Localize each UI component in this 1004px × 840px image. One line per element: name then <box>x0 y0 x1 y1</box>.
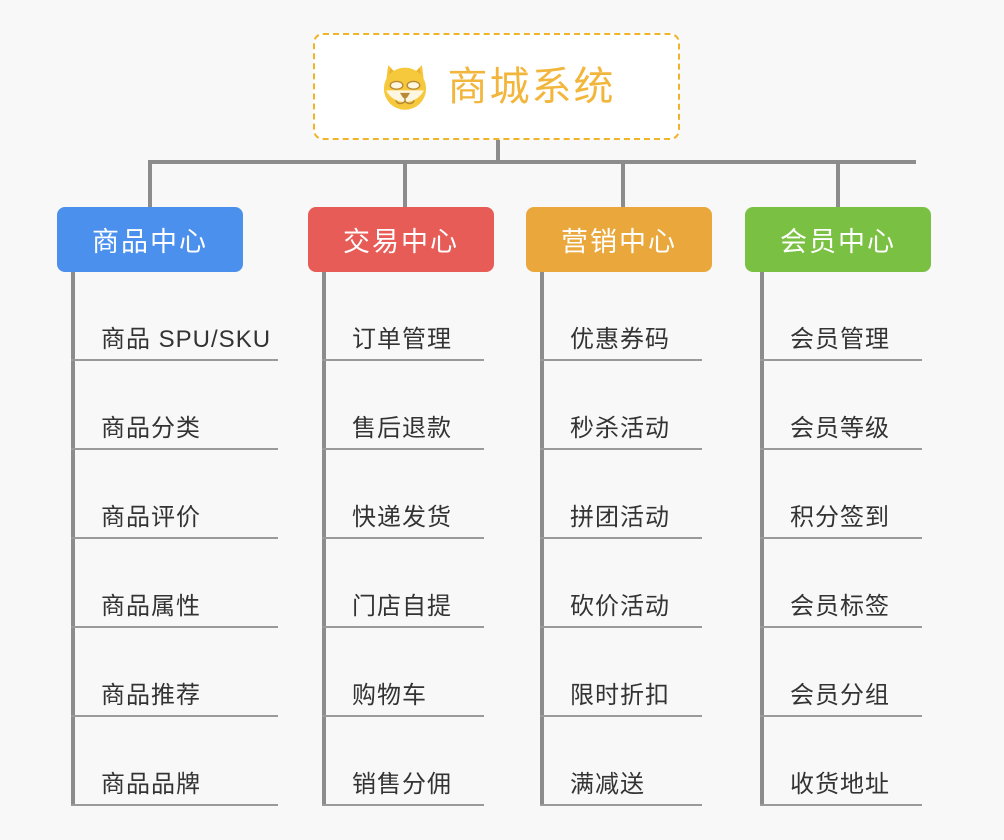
connector-horizontal-bus <box>148 160 916 164</box>
leaf-item[interactable]: 拼团活动 <box>540 450 702 539</box>
leaf-label: 积分签到 <box>790 504 890 532</box>
leaf-label: 商品推荐 <box>101 682 201 710</box>
column-header-2-label: 交易中心 <box>343 227 459 257</box>
leaf-label: 会员分组 <box>790 682 890 710</box>
leaf-label: 秒杀活动 <box>570 415 670 443</box>
leaf-item[interactable]: 优惠券码 <box>540 272 702 361</box>
leaf-label: 收货地址 <box>790 771 890 799</box>
leaf-label: 商品属性 <box>101 593 201 621</box>
leaf-label: 门店自提 <box>352 593 452 621</box>
leaf-label: 销售分佣 <box>352 771 452 799</box>
column-body-1: 商品 SPU/SKU 商品分类 商品评价 商品属性 商品推荐 商品品牌 <box>71 272 278 806</box>
leaf-item[interactable]: 售后退款 <box>322 361 484 450</box>
column-header-2[interactable]: 交易中心 <box>308 207 494 272</box>
column-body-2: 订单管理 售后退款 快递发货 门店自提 购物车 销售分佣 <box>322 272 484 806</box>
leaf-item[interactable]: 快递发货 <box>322 450 484 539</box>
root-node-label: 商城系统 <box>447 64 616 109</box>
connector-drop-2 <box>403 160 407 207</box>
leaf-item[interactable]: 销售分佣 <box>322 717 484 806</box>
column-header-4-label: 会员中心 <box>780 227 896 257</box>
column-body-3: 优惠券码 秒杀活动 拼团活动 砍价活动 限时折扣 满减送 <box>540 272 702 806</box>
leaf-label: 满减送 <box>570 771 645 799</box>
column-body-4: 会员管理 会员等级 积分签到 会员标签 会员分组 收货地址 <box>760 272 922 806</box>
root-node-mall-system[interactable]: 商城系统 <box>313 33 680 140</box>
leaf-label: 商品评价 <box>101 504 201 532</box>
leaf-label: 商品品牌 <box>101 771 201 799</box>
leaf-label: 优惠券码 <box>570 326 670 354</box>
leaf-label: 售后退款 <box>352 415 452 443</box>
leaf-item[interactable]: 订单管理 <box>322 272 484 361</box>
leaf-item[interactable]: 积分签到 <box>760 450 922 539</box>
column-spine-4 <box>760 272 764 806</box>
leaf-item[interactable]: 限时折扣 <box>540 628 702 717</box>
leaf-label: 拼团活动 <box>570 504 670 532</box>
connector-drop-4 <box>836 160 840 207</box>
leaf-item[interactable]: 砍价活动 <box>540 539 702 628</box>
leaf-label: 购物车 <box>352 682 427 710</box>
column-header-3[interactable]: 营销中心 <box>526 207 712 272</box>
leaf-label: 商品 SPU/SKU <box>101 326 272 354</box>
leaf-item[interactable]: 购物车 <box>322 628 484 717</box>
leaf-label: 订单管理 <box>352 326 452 354</box>
leaf-item[interactable]: 会员管理 <box>760 272 922 361</box>
leaf-item[interactable]: 收货地址 <box>760 717 922 806</box>
leaf-item[interactable]: 商品 SPU/SKU <box>71 272 278 361</box>
leaf-label: 会员管理 <box>790 326 890 354</box>
column-spine-1 <box>71 272 75 806</box>
column-spine-2 <box>322 272 326 806</box>
connector-root-stem <box>496 140 500 164</box>
leaf-item[interactable]: 商品评价 <box>71 450 278 539</box>
leaf-item[interactable]: 会员分组 <box>760 628 922 717</box>
column-header-1[interactable]: 商品中心 <box>57 207 243 272</box>
dog-face-icon <box>383 64 426 110</box>
leaf-item[interactable]: 会员等级 <box>760 361 922 450</box>
leaf-item[interactable]: 满减送 <box>540 717 702 806</box>
leaf-label: 快递发货 <box>352 504 452 532</box>
leaf-item[interactable]: 秒杀活动 <box>540 361 702 450</box>
leaf-item[interactable]: 门店自提 <box>322 539 484 628</box>
leaf-item[interactable]: 会员标签 <box>760 539 922 628</box>
connector-drop-3 <box>621 160 625 207</box>
leaf-label: 限时折扣 <box>570 682 670 710</box>
leaf-label: 砍价活动 <box>570 593 670 621</box>
column-header-4[interactable]: 会员中心 <box>745 207 931 272</box>
leaf-label: 会员标签 <box>790 593 890 621</box>
leaf-item[interactable]: 商品分类 <box>71 361 278 450</box>
column-header-1-label: 商品中心 <box>92 227 208 257</box>
leaf-item[interactable]: 商品推荐 <box>71 628 278 717</box>
leaf-label: 商品分类 <box>101 415 201 443</box>
leaf-label: 会员等级 <box>790 415 890 443</box>
column-spine-3 <box>540 272 544 806</box>
column-header-3-label: 营销中心 <box>561 227 677 257</box>
connector-drop-1 <box>148 160 152 207</box>
leaf-item[interactable]: 商品品牌 <box>71 717 278 806</box>
leaf-item[interactable]: 商品属性 <box>71 539 278 628</box>
